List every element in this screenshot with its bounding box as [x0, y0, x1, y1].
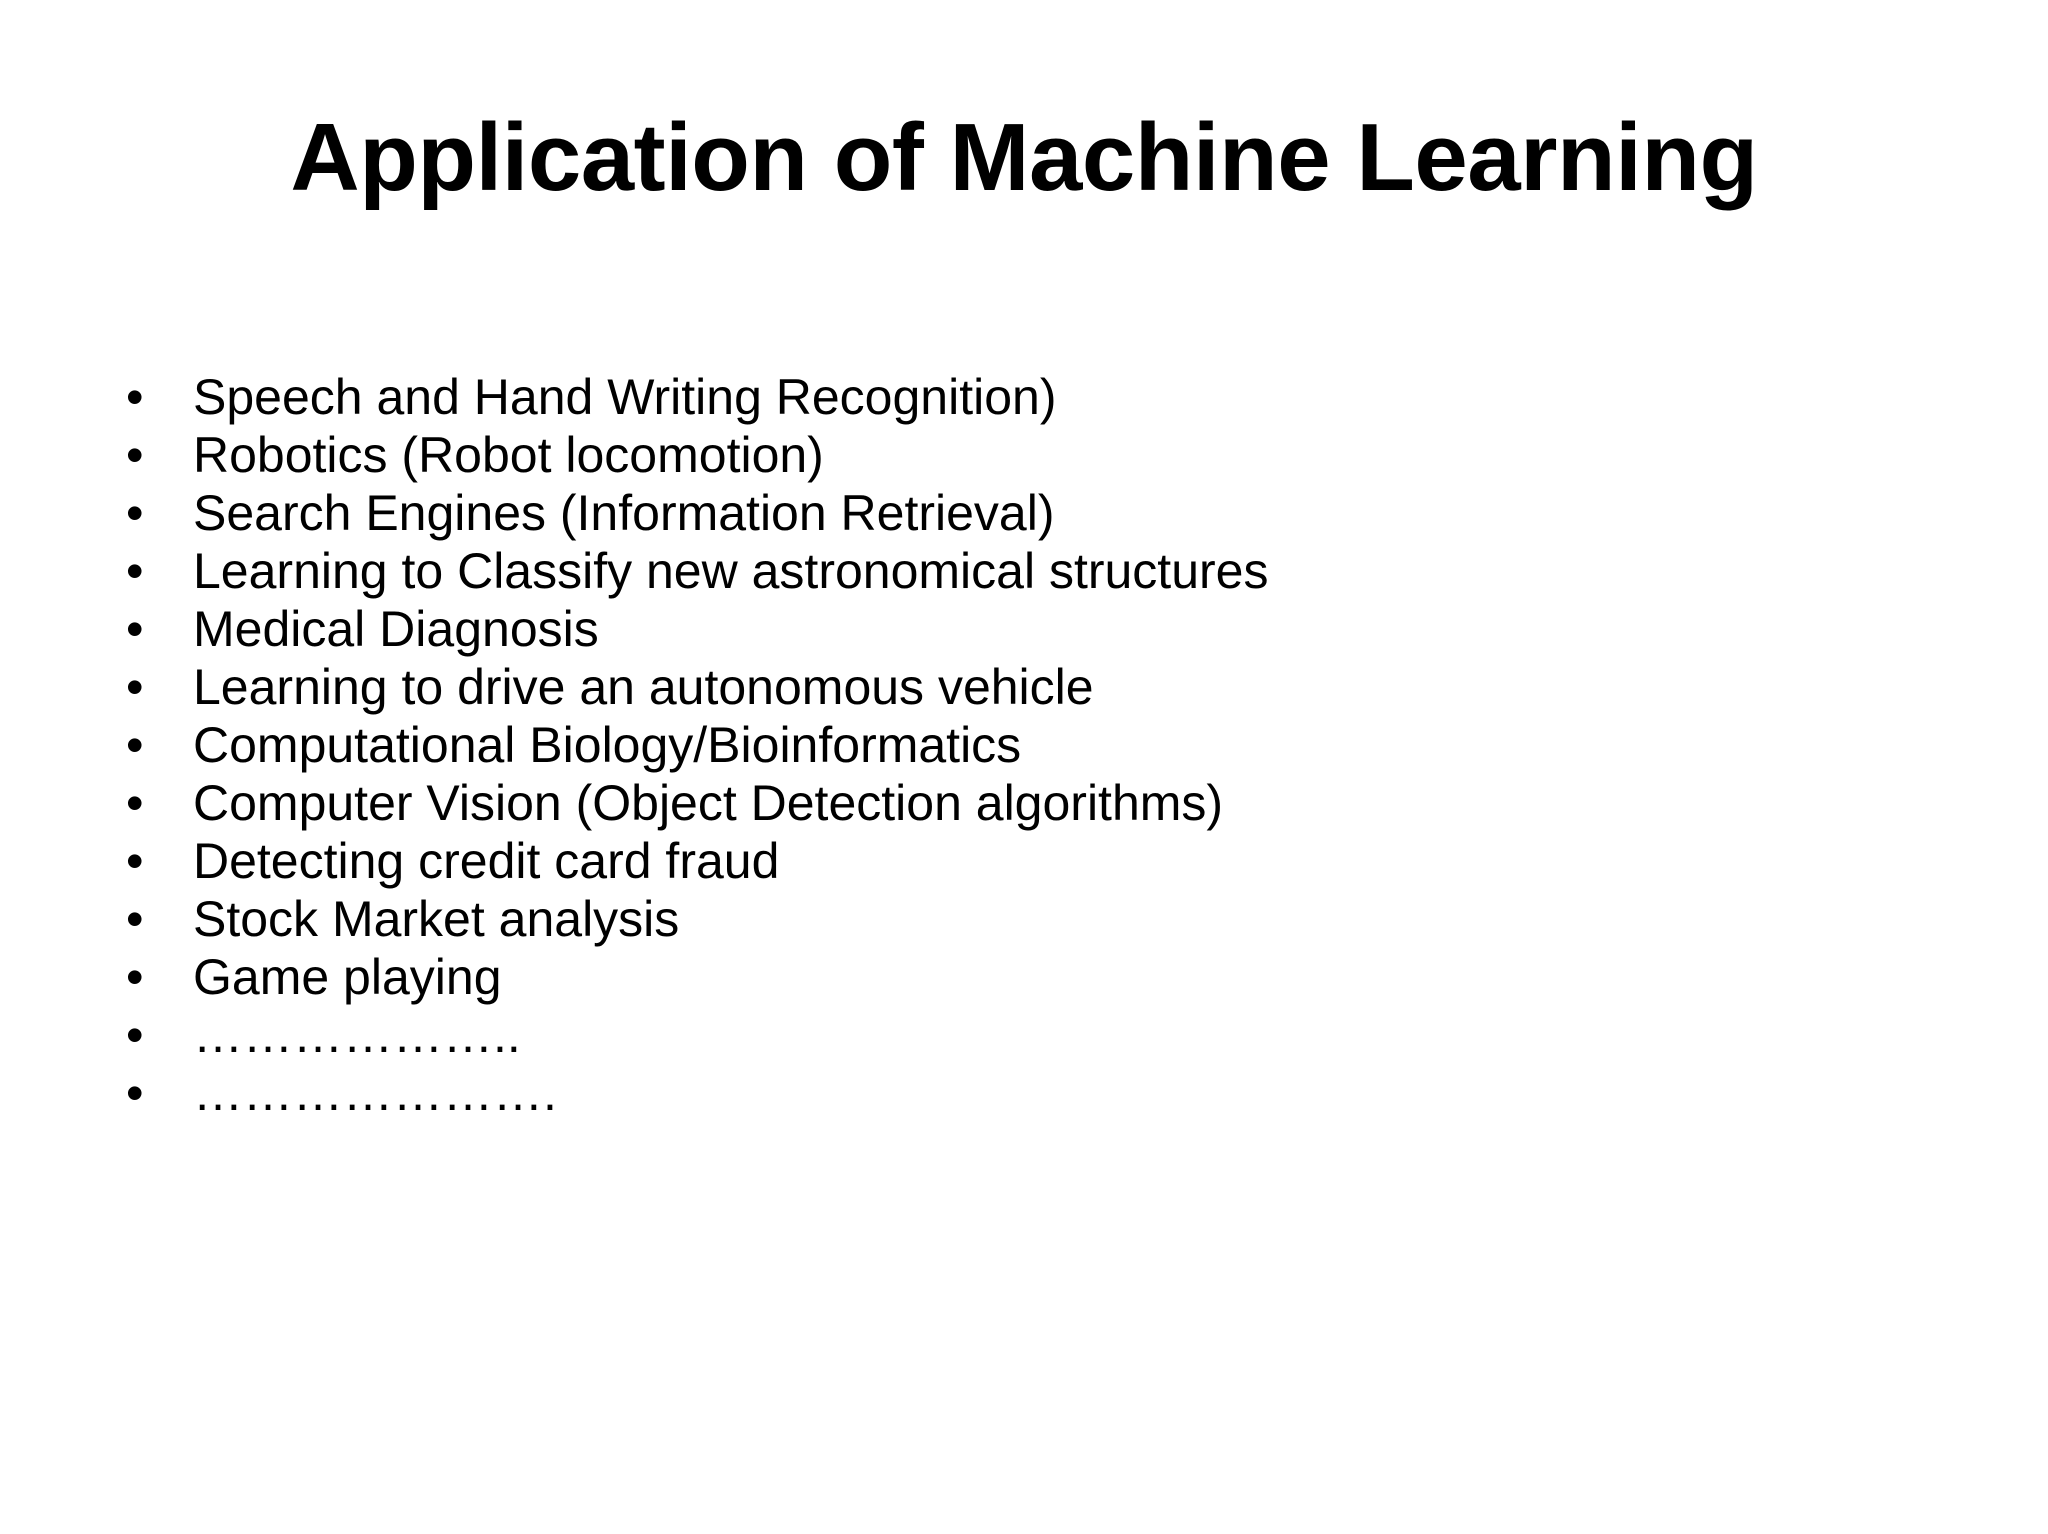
bullet-point-icon: •: [126, 891, 144, 947]
list-item[interactable]: • Stock Market analysis: [118, 890, 1948, 948]
list-item-label: Game playing: [193, 949, 502, 1005]
list-item-label: Search Engines (Information Retrieval): [193, 485, 1055, 541]
list-item[interactable]: • Speech and Hand Writing Recognition): [118, 368, 1948, 426]
list-item[interactable]: • ………………..: [118, 1006, 1948, 1064]
list-item-label: Stock Market analysis: [193, 891, 680, 947]
list-item-label: ………………….: [193, 1065, 557, 1121]
list-item[interactable]: • Game playing: [118, 948, 1948, 1006]
bullet-point-icon: •: [126, 1065, 144, 1121]
list-item-label: Computational Biology/Bioinformatics: [193, 717, 1022, 773]
list-item-label: Medical Diagnosis: [193, 601, 599, 657]
list-item-label: Speech and Hand Writing Recognition): [193, 369, 1057, 425]
list-item-label: Computer Vision (Object Detection algori…: [193, 775, 1224, 831]
list-item[interactable]: • ………………….: [118, 1064, 1948, 1122]
bullet-point-icon: •: [126, 775, 144, 831]
bullet-point-icon: •: [126, 659, 144, 715]
bullet-point-icon: •: [126, 717, 144, 773]
bullet-point-icon: •: [126, 949, 144, 1005]
list-item[interactable]: • Detecting credit card fraud: [118, 832, 1948, 890]
bullet-point-icon: •: [126, 369, 144, 425]
bullet-point-icon: •: [126, 601, 144, 657]
list-item[interactable]: • Computer Vision (Object Detection algo…: [118, 774, 1948, 832]
bullet-point-icon: •: [126, 1007, 144, 1063]
bullet-list: • Speech and Hand Writing Recognition) •…: [118, 368, 1948, 1122]
list-item[interactable]: • Robotics (Robot locomotion): [118, 426, 1948, 484]
list-item-label: Detecting credit card fraud: [193, 833, 780, 889]
list-item-label: Robotics (Robot locomotion): [193, 427, 824, 483]
list-item[interactable]: • Medical Diagnosis: [118, 600, 1948, 658]
list-item-label: Learning to drive an autonomous vehicle: [193, 659, 1094, 715]
bullet-point-icon: •: [126, 543, 144, 599]
list-item[interactable]: • Search Engines (Information Retrieval): [118, 484, 1948, 542]
list-item-label: Learning to Classify new astronomical st…: [193, 543, 1269, 599]
list-item[interactable]: • Computational Biology/Bioinformatics: [118, 716, 1948, 774]
list-item[interactable]: • Learning to Classify new astronomical …: [118, 542, 1948, 600]
page-title: Application of Machine Learning: [290, 104, 1758, 211]
bullet-point-icon: •: [126, 833, 144, 889]
bullet-point-icon: •: [126, 485, 144, 541]
list-item[interactable]: • Learning to drive an autonomous vehicl…: [118, 658, 1948, 716]
bullet-point-icon: •: [126, 427, 144, 483]
list-item-label: ………………..: [193, 1007, 521, 1063]
